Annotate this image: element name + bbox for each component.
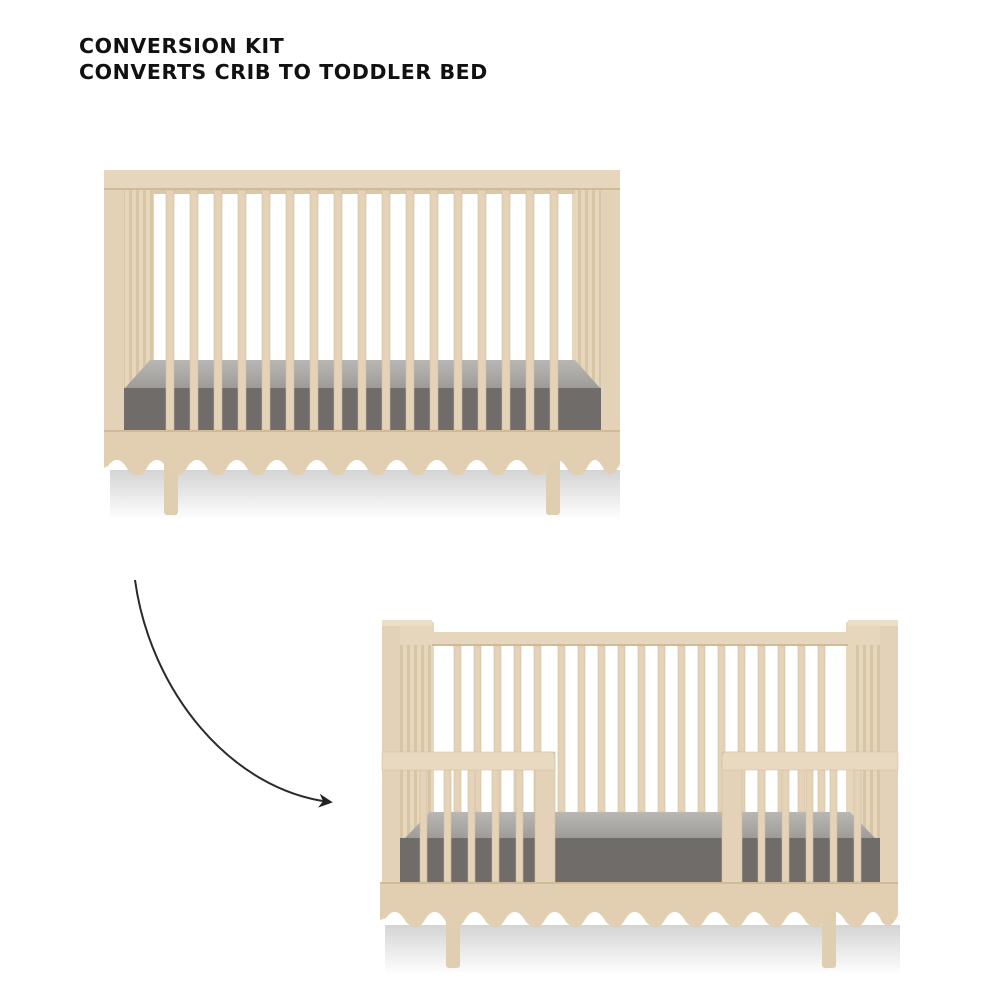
- toddler-bed-image: [380, 620, 900, 975]
- heading-line-2: CONVERTS CRIB TO TODDLER BED: [79, 60, 488, 84]
- crib-image: [104, 170, 620, 520]
- page-heading: CONVERSION KIT CONVERTS CRIB TO TODDLER …: [79, 33, 488, 85]
- heading-line-1: CONVERSION KIT: [79, 34, 285, 58]
- curved-arrow-icon: [134, 579, 333, 808]
- right-guard-rail: [721, 751, 899, 885]
